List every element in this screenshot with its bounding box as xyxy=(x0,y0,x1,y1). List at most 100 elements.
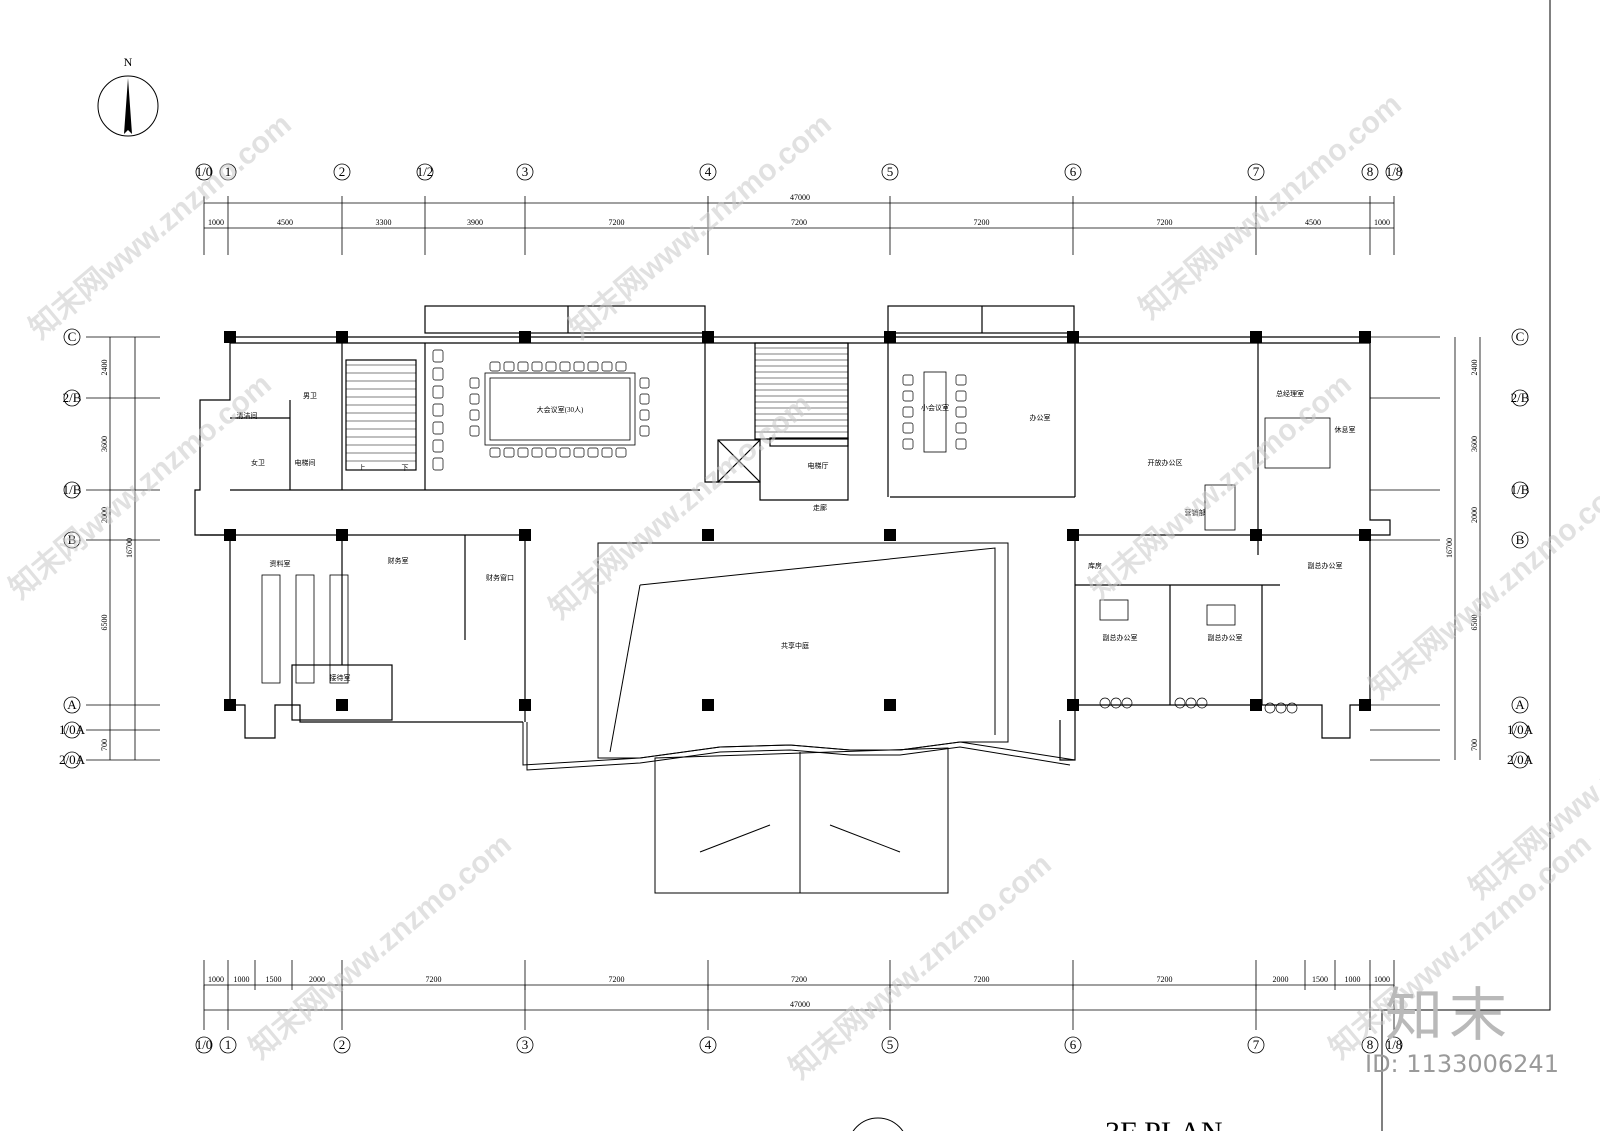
side-axis-bubble: 1/B xyxy=(63,481,82,499)
column xyxy=(336,331,348,343)
chair xyxy=(955,422,967,434)
bottom-axis-bubble: 7 xyxy=(1247,1036,1265,1054)
bottom-axis-bubble: 1/0 xyxy=(195,1036,213,1054)
room-label-vp1: 副总办公室 xyxy=(1103,633,1138,642)
bottom-dim: 7200 xyxy=(791,975,807,984)
chair xyxy=(545,447,557,458)
room-label-women-wc: 女卫 xyxy=(251,458,265,467)
stair-up-label: 上 xyxy=(359,463,366,472)
column xyxy=(702,529,714,541)
svg-text:6: 6 xyxy=(1070,164,1077,179)
top-axis-bubble: 1/8 xyxy=(1385,163,1403,181)
svg-text:C: C xyxy=(1516,329,1525,344)
bottom-axis-bubble: 4 xyxy=(699,1036,717,1054)
chair xyxy=(639,425,650,437)
svg-text:6: 6 xyxy=(1070,1037,1077,1052)
chair xyxy=(1185,697,1197,709)
chair xyxy=(469,393,480,405)
chair xyxy=(615,361,627,372)
chair xyxy=(469,409,480,421)
bottom-axis-bubble: 1/8 xyxy=(1385,1036,1403,1054)
stair-down-label: 下 xyxy=(402,464,409,472)
svg-text:2/B: 2/B xyxy=(1511,390,1530,405)
column xyxy=(1359,331,1371,343)
column xyxy=(1359,699,1371,711)
svg-text:8: 8 xyxy=(1367,164,1374,179)
room-label-storage: 库房 xyxy=(1088,561,1102,570)
chair xyxy=(955,406,967,418)
chair xyxy=(517,361,529,372)
column xyxy=(1067,699,1079,711)
side-axis-bubble: B xyxy=(1511,531,1529,549)
chair xyxy=(432,367,444,381)
chair xyxy=(902,438,914,450)
chair xyxy=(432,439,444,453)
side-total-dim: 16700 xyxy=(125,538,134,558)
column xyxy=(519,529,531,541)
room-label-office: 办公室 xyxy=(1030,413,1051,422)
side-dim: 2000 xyxy=(1470,507,1479,523)
side-axis-bubble: 1/0A xyxy=(59,721,86,739)
svg-text:5: 5 xyxy=(887,1037,894,1052)
room-label-finance-window: 财务窗口 xyxy=(486,573,514,582)
room-label-electric: 电梯间 xyxy=(295,458,316,467)
top-dim: 3900 xyxy=(467,218,483,227)
room-label-meeting: 大会议室(30人) xyxy=(537,405,584,414)
chairs xyxy=(432,349,1298,714)
chair xyxy=(955,390,967,402)
side-axis-bubble: B xyxy=(63,531,81,549)
side-dim: 2400 xyxy=(100,360,109,376)
bottom-dim: 7200 xyxy=(1157,975,1173,984)
svg-text:B: B xyxy=(68,532,77,547)
column xyxy=(1250,529,1262,541)
brand-logo: 知末 xyxy=(1385,981,1514,1049)
bottom-dim: 2000 xyxy=(309,975,325,984)
bottom-dim: 7200 xyxy=(426,975,442,984)
svg-text:7: 7 xyxy=(1253,164,1260,179)
chair xyxy=(531,361,543,372)
svg-text:2/0A: 2/0A xyxy=(59,752,86,767)
room-label-open-office: 开放办公区 xyxy=(1148,458,1183,467)
bottom-dim: 1500 xyxy=(266,975,282,984)
side-axis-bubble: 2/B xyxy=(63,389,82,407)
bottom-dim: 1000 xyxy=(1374,975,1390,984)
svg-text:1/2: 1/2 xyxy=(417,164,434,179)
chair xyxy=(489,447,501,458)
chair xyxy=(503,447,515,458)
top-axis-bubble: 4 xyxy=(699,163,717,181)
room-label-reception: 接待室 xyxy=(330,673,351,682)
top-axis-bubble: 2 xyxy=(333,163,351,181)
svg-text:2/0A: 2/0A xyxy=(1507,752,1534,767)
top-axis-bubble: 1 xyxy=(219,163,237,181)
room-label-elevator: 电梯厅 xyxy=(808,461,829,470)
bottom-axis-bubble: 2 xyxy=(333,1036,351,1054)
chair xyxy=(531,447,543,458)
svg-text:1/0: 1/0 xyxy=(196,1037,213,1052)
column xyxy=(1067,331,1079,343)
column xyxy=(224,529,236,541)
svg-text:1: 1 xyxy=(225,164,232,179)
column xyxy=(1250,699,1262,711)
side-dim: 700 xyxy=(1470,739,1479,751)
side-dim: 3600 xyxy=(1470,436,1479,452)
plan-title: 3F PLAN xyxy=(1105,1116,1223,1131)
watermark-text: 知末网www.znzmo.com xyxy=(243,828,517,1066)
side-axis-bubble: 2/0A xyxy=(59,751,86,769)
bottom-total-dim: 47000 xyxy=(790,1000,810,1009)
top-axis-bubble: 6 xyxy=(1064,163,1082,181)
chair xyxy=(1196,697,1208,709)
bottom-dim: 7200 xyxy=(609,975,625,984)
column xyxy=(884,529,896,541)
bottom-dim: 1000 xyxy=(1345,975,1361,984)
chair xyxy=(1110,697,1122,709)
brand-mark: 知末 ID: 1133006241 xyxy=(1365,980,1595,1100)
side-axis-bubble: 1/B xyxy=(1511,481,1530,499)
chair xyxy=(1174,697,1186,709)
north-arrow-icon: N xyxy=(97,55,159,137)
top-axis-bubble: 7 xyxy=(1247,163,1265,181)
watermark-text: 知末网www.znzmo.com xyxy=(1133,88,1407,326)
room-label-vp3: 副总办公室 xyxy=(1308,561,1343,570)
brand-id: ID: 1133006241 xyxy=(1365,1050,1559,1078)
